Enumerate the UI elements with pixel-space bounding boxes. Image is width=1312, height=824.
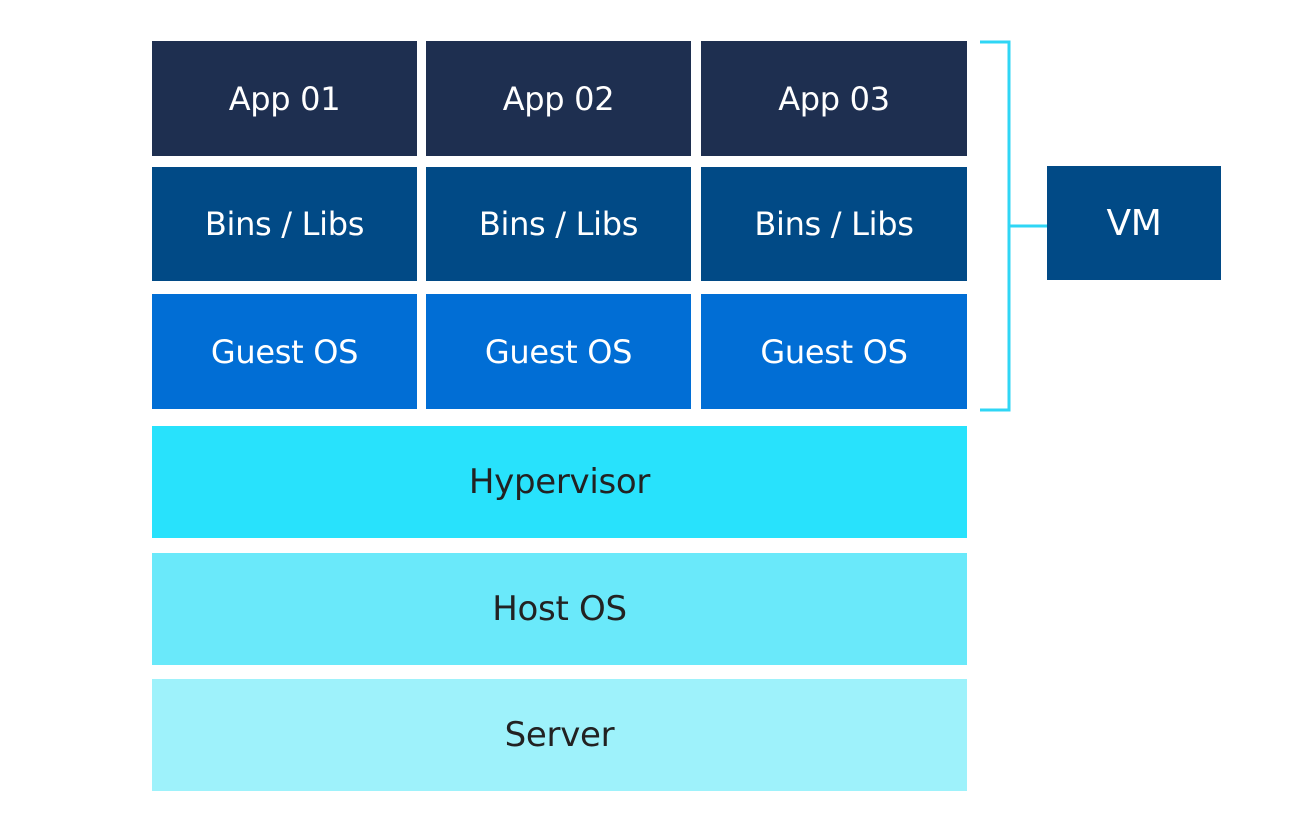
server-label: Server bbox=[504, 715, 615, 755]
vm-label: VM bbox=[1106, 202, 1162, 244]
host-os-layer: Host OS bbox=[152, 553, 967, 665]
hypervisor-layer: Hypervisor bbox=[152, 426, 967, 538]
app-01-block: App 01 bbox=[152, 41, 417, 156]
bins-libs-label-2: Bins / Libs bbox=[478, 205, 639, 243]
app-02-label: App 02 bbox=[502, 79, 615, 118]
guest-os-label-2: Guest OS bbox=[484, 332, 633, 371]
guest-os-label-3: Guest OS bbox=[760, 332, 908, 371]
bins-libs-block-3: Bins / Libs bbox=[701, 167, 967, 281]
bins-libs-block-2: Bins / Libs bbox=[426, 167, 691, 281]
hypervisor-label: Hypervisor bbox=[468, 462, 651, 502]
guest-os-block-2: Guest OS bbox=[426, 294, 691, 409]
guest-os-label-1: Guest OS bbox=[210, 332, 359, 371]
host-os-label: Host OS bbox=[492, 589, 627, 629]
bins-libs-label-1: Bins / Libs bbox=[204, 205, 365, 243]
bins-libs-label-3: Bins / Libs bbox=[754, 205, 914, 243]
bins-libs-block-1: Bins / Libs bbox=[152, 167, 417, 281]
vm-label-box: VM bbox=[1047, 166, 1221, 280]
app-03-block: App 03 bbox=[701, 41, 967, 156]
app-02-block: App 02 bbox=[426, 41, 691, 156]
vm-bracket-icon bbox=[980, 40, 1048, 412]
guest-os-block-1: Guest OS bbox=[152, 294, 417, 409]
guest-os-block-3: Guest OS bbox=[701, 294, 967, 409]
app-03-label: App 03 bbox=[778, 79, 890, 118]
app-01-label: App 01 bbox=[228, 79, 341, 118]
server-layer: Server bbox=[152, 679, 967, 791]
